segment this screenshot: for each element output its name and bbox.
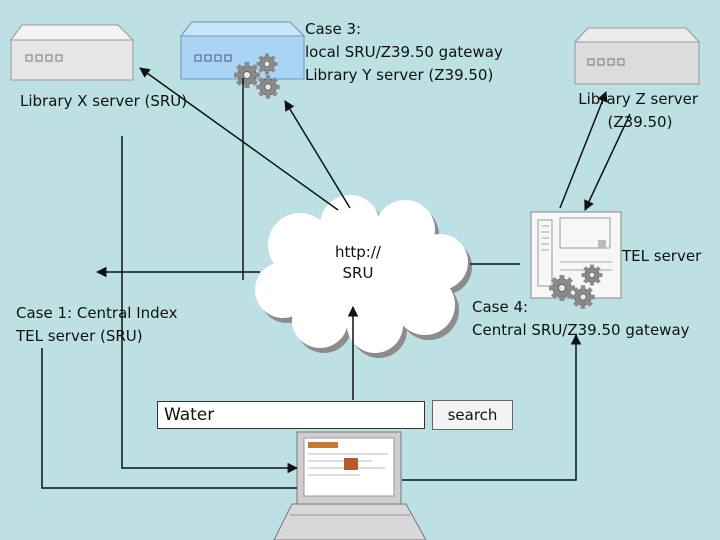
cloud-protocol-label: http:// [335, 243, 381, 261]
case3-gateway-label: local SRU/Z39.50 gateway [305, 43, 503, 61]
line-laptop-to-case4 [402, 333, 582, 481]
case1-server-label: TEL server (SRU) [16, 327, 143, 345]
library-z-protocol-label: (Z39.50) [607, 113, 673, 131]
case1-title: Case 1: Central Index [16, 304, 178, 322]
library-z-server-icon [573, 27, 701, 85]
line-library-x-to-laptop [121, 136, 299, 474]
arrow-to-library-y [284, 100, 351, 209]
library-z-label: Library Z server [578, 90, 698, 108]
case3-title: Case 3: [305, 20, 362, 38]
search-input[interactable] [157, 401, 425, 429]
arrow-to-library-x [139, 67, 339, 211]
line-case1-to-laptop [41, 348, 297, 489]
tel-server-label: TEL server [622, 247, 702, 265]
cloud-sru-label: SRU [342, 264, 374, 282]
library-x-label: Library X server (SRU) [20, 92, 188, 110]
laptop-icon [273, 431, 427, 540]
search-button[interactable]: search [432, 400, 513, 430]
library-x-server-icon [10, 24, 135, 81]
case4-gateway-label: Central SRU/Z39.50 gateway [472, 321, 690, 339]
case3-library-y-label: Library Y server (Z39.50) [305, 66, 494, 84]
line-library-z-to-tel [584, 113, 631, 211]
case4-title: Case 4: [472, 298, 529, 316]
connector-lines [41, 67, 631, 489]
arrow-to-library-z [559, 91, 608, 209]
http-sru-cloud [255, 195, 472, 358]
tel-server-icon [530, 211, 622, 299]
